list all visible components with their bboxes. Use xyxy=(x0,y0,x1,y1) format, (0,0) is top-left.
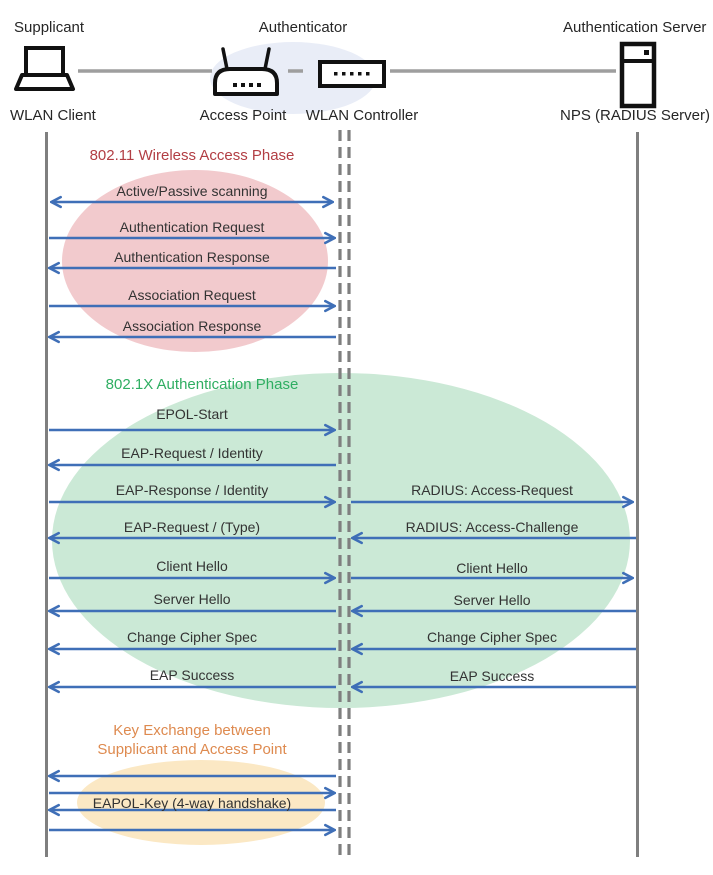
message-label: EAP Success xyxy=(149,667,235,683)
device-label-access-point: Access Point xyxy=(199,107,287,124)
role-label-authenticator: Authenticator xyxy=(258,19,348,36)
phase-title-8021x-authentication: 802.1X Authentication Phase xyxy=(105,376,299,393)
message-label: EAP-Request / Identity xyxy=(121,445,263,461)
message-label: EPOL-Start xyxy=(156,406,228,422)
message-label: Server Hello xyxy=(453,592,531,608)
access-point-icon xyxy=(210,46,282,105)
message-label: Client Hello xyxy=(156,558,228,574)
message-label: RADIUS: Access-Request xyxy=(411,482,573,498)
role-label-authentication-server: Authentication Server xyxy=(563,19,707,36)
phase-title-key-exchange-line2: Supplicant and Access Point xyxy=(97,741,287,758)
message-label: Association Request xyxy=(128,287,256,303)
device-label-wlan-controller: WLAN Controller xyxy=(305,107,419,124)
device-label-wlan-client: WLAN Client xyxy=(10,107,96,124)
role-label-supplicant: Supplicant xyxy=(14,19,85,36)
message-label: Change Cipher Spec xyxy=(427,629,557,645)
device-label-nps-radius-server: NPS (RADIUS Server) xyxy=(559,107,711,124)
wlan-controller-icon xyxy=(318,60,386,93)
message-label: RADIUS: Access-Challenge xyxy=(405,519,579,535)
message-label: Association Response xyxy=(122,318,262,334)
message-label-eapol-key: EAPOL-Key (4-way handshake) xyxy=(92,795,292,811)
message-label: Client Hello xyxy=(456,560,528,576)
phase-title-key-exchange-line1: Key Exchange between xyxy=(113,722,271,739)
message-label: Authentication Response xyxy=(114,249,270,265)
message-label: EAP-Request / (Type) xyxy=(123,519,261,535)
message-label: Change Cipher Spec xyxy=(127,629,257,645)
message-label: EAP-Response / Identity xyxy=(115,482,269,498)
message-label: EAP Success xyxy=(449,668,535,684)
message-label: Active/Passive scanning xyxy=(116,183,268,199)
server-icon xyxy=(619,41,657,114)
message-label: Server Hello xyxy=(153,591,231,607)
message-label: Authentication Request xyxy=(119,219,265,235)
laptop-icon xyxy=(13,45,77,100)
phase-title-80211-wireless-access: 802.11 Wireless Access Phase xyxy=(89,147,295,164)
phase-title-key-exchange: Key Exchange between Supplicant and Acce… xyxy=(48,721,336,759)
